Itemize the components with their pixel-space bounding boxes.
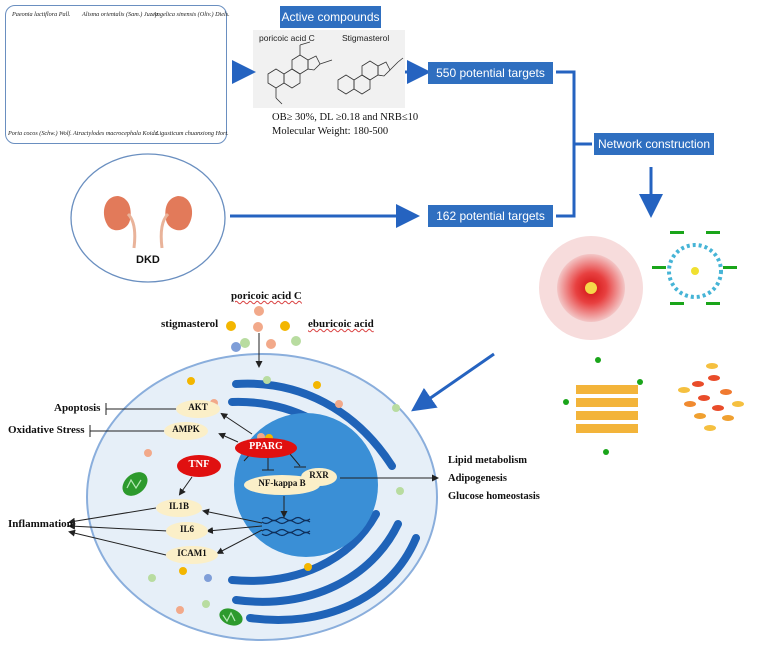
icam1-label: ICAM1 (177, 548, 207, 558)
network-visualizations (539, 230, 746, 455)
network-construction-box: Network construction (594, 133, 714, 155)
akt-label: AKT (188, 402, 208, 412)
rxr-label: RXR (309, 470, 329, 480)
molecule-label-left: poricoic acid C (259, 33, 315, 43)
oxidative-stress-label: Oxidative Stress (8, 424, 85, 436)
herb-label: Poria cocos (Schw.) Wolf. (8, 130, 72, 137)
kidney-icon (103, 196, 193, 249)
tnf-label: TNF (188, 459, 210, 470)
pathway-edges (68, 333, 439, 556)
mitochondrion-icon (122, 472, 148, 496)
akt-node-shape (176, 400, 220, 418)
ampk-label: AMPK (172, 424, 200, 434)
disease-label: DKD (136, 254, 160, 266)
molecule-panel (253, 30, 405, 108)
compound-dots (144, 306, 404, 614)
il1b-label: IL1B (168, 501, 189, 511)
compound-left-label: stigmasterol (161, 318, 219, 330)
il1b-node-shape (156, 499, 202, 517)
lipid-metabolism-label: Lipid metabolism (448, 455, 528, 466)
compound-top-label: poricoic acid C (231, 290, 302, 302)
herb-label: Paeonia lactiflora Pall. (12, 11, 71, 18)
nfkb-label: NF-kappa B (258, 478, 306, 488)
herb-label: Alisma orientalis (Sam.) Juzep. (82, 11, 160, 18)
adipogenesis-label: Adipogenesis (448, 473, 507, 484)
herb-label: Ligusticum chuanxiong Hort. (156, 130, 229, 137)
ampk-node-shape (164, 422, 208, 440)
molecule-structures (267, 41, 404, 105)
rxr-node-shape (301, 468, 337, 486)
pparg-label: PPARG (249, 441, 283, 452)
filter-criteria: OB≥ 30%, DL ≥0.18 and NRB≤10 (272, 112, 419, 123)
il6-label: IL6 (179, 524, 194, 534)
targets-162-box: 162 potential targets (428, 205, 553, 227)
glucose-homeostasis-label: Glucose homeostasis (448, 491, 540, 502)
herb-panel (5, 5, 227, 144)
icam1-node-shape (166, 546, 218, 564)
molecular-weight: Molecular Weight: 180-500 (272, 126, 389, 137)
dna-strands (261, 516, 311, 537)
herb-label: Atractylodes macrocephala Koidz. (73, 130, 159, 137)
compound-right-label: eburicoic acid (308, 318, 374, 330)
targets-550-box: 550 potential targets (428, 62, 553, 84)
mitochondrion-icon (219, 608, 243, 626)
kidney-circle (70, 153, 226, 283)
molecule-label-right: Stigmasterol (342, 33, 390, 43)
active-compounds-box: Active compounds (280, 6, 381, 28)
herb-label: Angelica sinensis (Oliv.) Diels. (153, 11, 230, 18)
il6-node-shape (166, 522, 208, 540)
apoptosis-label: Apoptosis (54, 402, 101, 414)
nfkb-node-shape (244, 475, 320, 495)
tnf-node-shape (177, 455, 221, 477)
pparg-node-shape (235, 438, 297, 458)
inflammation-label: Inflammation (8, 518, 73, 530)
